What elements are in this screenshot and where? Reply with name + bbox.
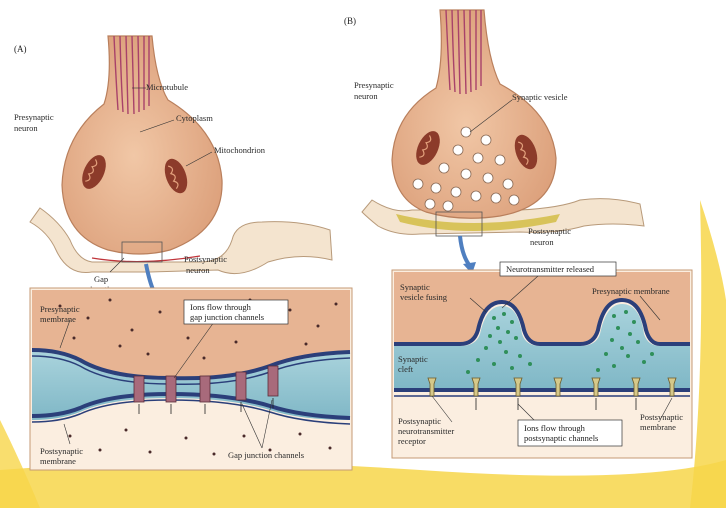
panel-a-presynaptic-membrane-label-1: Presynaptic	[40, 304, 80, 314]
panel-b-synaptic-cleft-label-1: Synaptic	[398, 354, 428, 364]
panel-b-synaptic-vesicle-label: Synaptic vesicle	[512, 92, 568, 102]
panel-b-enlarged-view: Neurotransmitter released Synaptic vesic…	[392, 262, 692, 458]
panel-b-postsynaptic-neuron-label-2: neuron	[530, 237, 554, 247]
panel-b-tag: (B)	[344, 16, 356, 26]
panel-a-ions-flow-label-1: Ions flow through	[190, 302, 252, 312]
panel-b-synaptic-cleft-label-2: cleft	[398, 364, 414, 374]
panel-b-presynaptic-neuron-label-1: Presynaptic	[354, 80, 394, 90]
panel-a-presynaptic-neuron-label-1: Presynaptic	[14, 112, 54, 122]
panel-a-ions-flow-label-2: gap junction channels	[190, 312, 264, 322]
panel-a-mitochondrion-label: Mitochondrion	[214, 145, 266, 155]
panel-b-ions-flow-label-2: postsynaptic channels	[524, 433, 598, 443]
panel-b-vesicle-fusing-label-1: Synaptic	[400, 282, 430, 292]
panel-b-postsynaptic-membrane-label-2: membrane	[640, 422, 676, 432]
panel-a-enlarged-view: Ions flow through gap junction channels …	[30, 288, 352, 470]
panel-a-tag: (A)	[14, 44, 27, 54]
panel-b-presynaptic-neuron-label-2: neuron	[354, 91, 378, 101]
panel-b-vesicle-fusing-label-2: vesicle fusing	[400, 292, 448, 302]
panel-a-microtubule-label: Microtubule	[146, 82, 188, 92]
panel-b-postsynaptic-neuron-label-1: Postsynaptic	[528, 226, 571, 236]
panel-b-receptor-label-3: receptor	[398, 436, 426, 446]
panel-a-presynaptic-membrane-label-2: membrane	[40, 314, 76, 324]
panel-a-presynaptic-neuron-label-2: neuron	[14, 123, 38, 133]
panel-b-ions-flow-label-1: Ions flow through	[524, 423, 586, 433]
panel-a-gap-junction-channels-label: Gap junction channels	[228, 450, 304, 460]
panel-b-receptor-label-1: Postsynaptic	[398, 416, 441, 426]
panel-a-postsynaptic-membrane-label-1: Postsynaptic	[40, 446, 83, 456]
panel-b-receptor-label-2: neurotransmitter	[398, 426, 454, 436]
panel-a-postsynaptic-neuron-label-2: neuron	[186, 265, 210, 275]
panel-a-postsynaptic-neuron-label-1: Postsynaptic	[184, 254, 227, 264]
panel-b-neurotransmitter-released-label: Neurotransmitter released	[506, 264, 595, 274]
panel-a-postsynaptic-membrane-label-2: membrane	[40, 456, 76, 466]
panel-a-gap-junction-label-1: Gap	[94, 274, 108, 284]
panel-b-presynaptic-membrane-label: Presynaptic membrane	[592, 286, 670, 296]
panel-a-cytoplasm-label: Cytoplasm	[176, 113, 213, 123]
panel-b-postsynaptic-membrane-label-1: Postsynaptic	[640, 412, 683, 422]
